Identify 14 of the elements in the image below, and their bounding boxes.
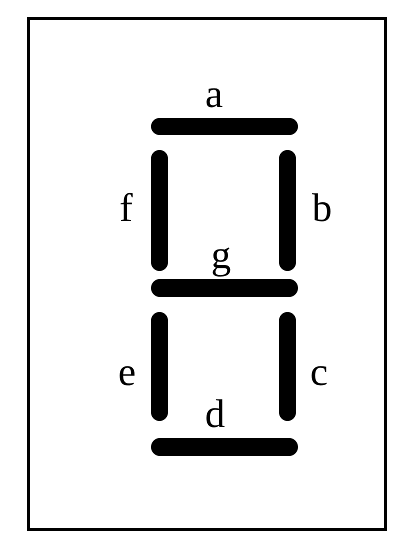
display-segment — [279, 150, 296, 271]
display-segment — [151, 312, 168, 421]
segment-label: g — [211, 235, 231, 275]
display-segment — [151, 438, 298, 456]
segment-label: c — [310, 352, 328, 392]
segment-label: b — [312, 188, 332, 228]
segment-label: a — [205, 74, 223, 114]
display-segment — [279, 312, 296, 421]
segment-label: f — [119, 188, 133, 228]
display-segment — [151, 118, 298, 135]
segment-label: e — [118, 352, 136, 392]
display-segment — [151, 279, 298, 297]
segment-label: d — [205, 394, 225, 434]
display-segment — [151, 150, 168, 271]
